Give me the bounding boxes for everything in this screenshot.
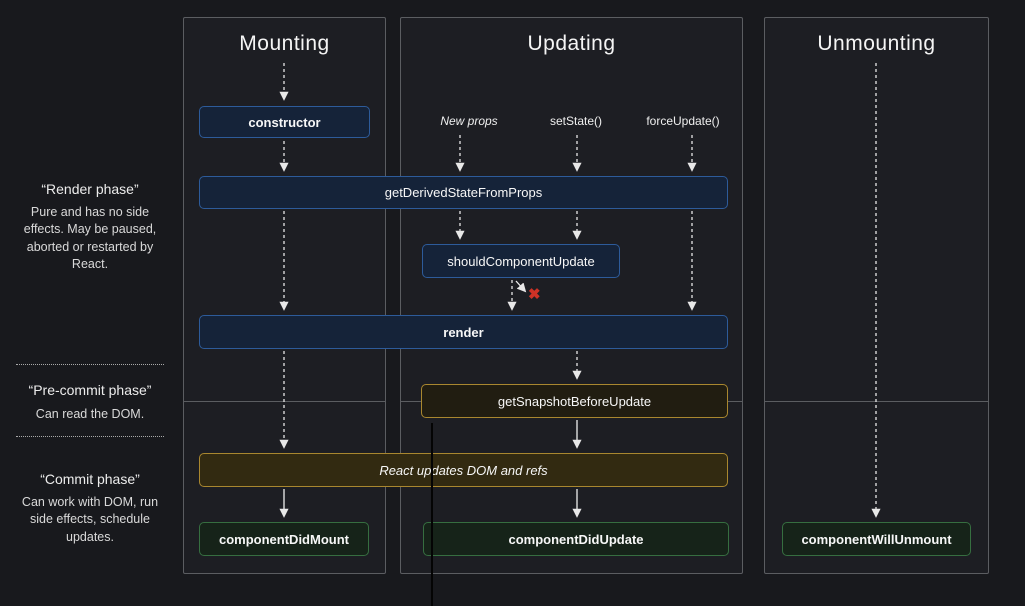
commit-phase-title: “Commit phase” xyxy=(40,471,140,487)
componentwillunmount-box[interactable]: componentWillUnmount xyxy=(782,522,971,556)
getsnapshotbeforeupdate-box[interactable]: getSnapshotBeforeUpdate xyxy=(421,384,728,418)
cancel-x-icon: ✖ xyxy=(528,286,541,303)
getderivedstatefromprops-box[interactable]: getDerivedStateFromProps xyxy=(199,176,728,209)
vertical-artifact-line xyxy=(431,423,433,606)
shouldcomponentupdate-box[interactable]: shouldComponentUpdate xyxy=(422,244,620,278)
updating-column: Updating xyxy=(400,17,743,574)
setstate-label: setState() xyxy=(549,114,603,128)
updating-column-title: Updating xyxy=(527,32,616,55)
precommit-phase-title: “Pre-commit phase” xyxy=(28,382,152,398)
phase-sidebar: “Render phase” Pure and has no side effe… xyxy=(8,0,172,606)
phase-separator xyxy=(16,436,164,437)
componentdidmount-box[interactable]: componentDidMount xyxy=(199,522,369,556)
new-props-label: New props xyxy=(440,114,498,128)
mounting-column: Mounting xyxy=(183,17,386,574)
precommit-divider xyxy=(765,401,988,402)
render-phase-title: “Render phase” xyxy=(41,181,139,197)
unmounting-column-title: Unmounting xyxy=(817,32,936,55)
unmounting-column: Unmounting xyxy=(764,17,989,574)
componentdidupdate-box[interactable]: componentDidUpdate xyxy=(423,522,729,556)
commit-phase-desc: Can work with DOM, run side effects, sch… xyxy=(21,495,159,544)
render-box[interactable]: render xyxy=(199,315,728,349)
precommit-divider xyxy=(184,401,385,402)
render-phase-desc: Pure and has no side effects. May be pau… xyxy=(23,205,157,271)
precommit-phase-desc: Can read the DOM. xyxy=(35,407,145,421)
forceupdate-label: forceUpdate() xyxy=(646,114,720,128)
react-updates-dom-box: React updates DOM and refs xyxy=(199,453,728,487)
constructor-box[interactable]: constructor xyxy=(199,106,370,138)
mounting-column-title: Mounting xyxy=(239,32,330,55)
phase-separator xyxy=(16,364,164,365)
